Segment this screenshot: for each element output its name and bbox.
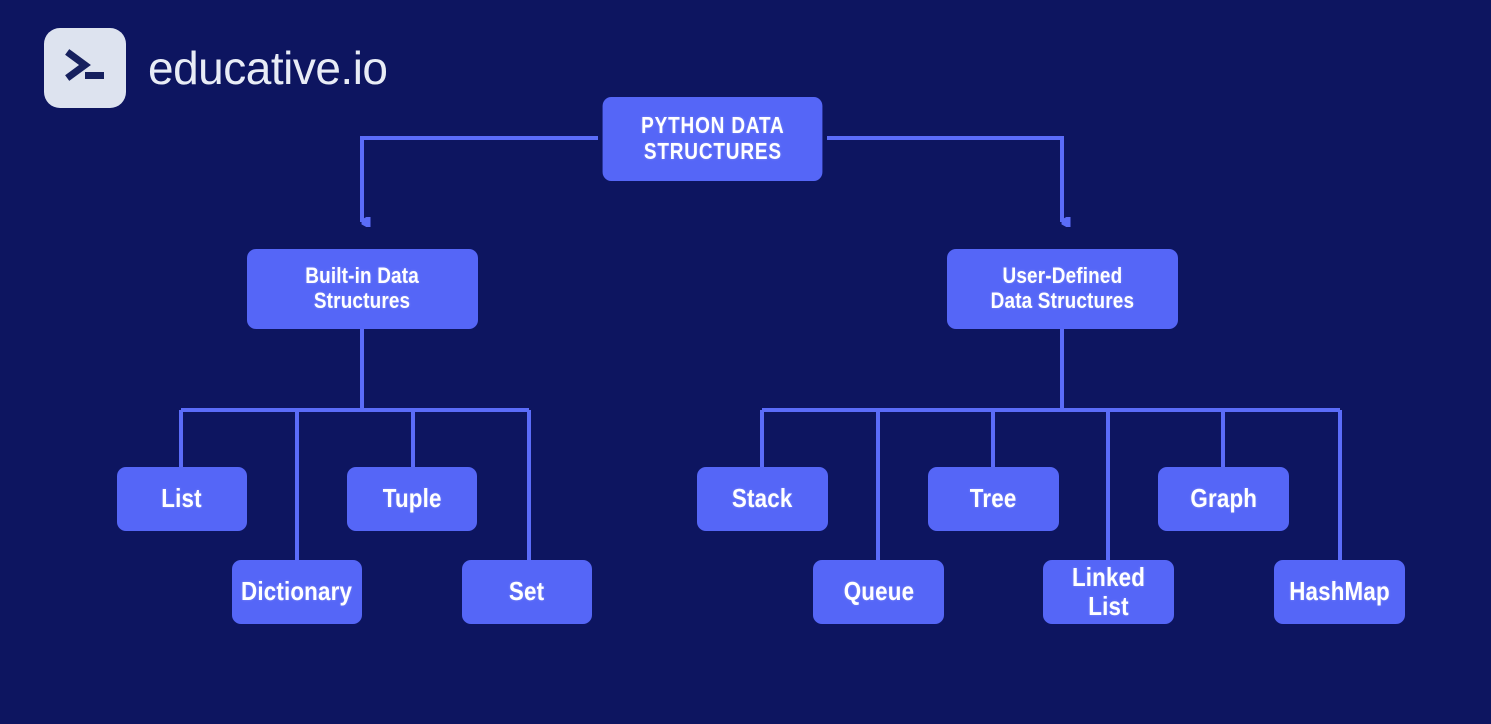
- node-built-in-data-structures[interactable]: Built-in Data Structures: [247, 249, 478, 329]
- node-queue[interactable]: Queue: [813, 560, 944, 624]
- node-label-linked-list: Linked List: [1071, 561, 1146, 621]
- node-label-tree: Tree: [970, 483, 1017, 514]
- node-label-stack: Stack: [732, 483, 793, 514]
- node-user-defined-data-structures[interactable]: User-Defined Data Structures: [947, 249, 1178, 329]
- node-stack[interactable]: Stack: [697, 467, 828, 531]
- node-label-queue: Queue: [843, 576, 914, 607]
- node-label-list: List: [161, 483, 203, 514]
- node-list[interactable]: List: [117, 467, 247, 531]
- node-label-python-data-structures: PYTHON DATA STRUCTURES: [640, 112, 785, 164]
- node-label-built-in-data-structures: Built-in Data Structures: [305, 263, 420, 313]
- node-label-dictionary: Dictionary: [241, 576, 353, 607]
- brand-name: educative.io: [148, 42, 388, 94]
- node-set[interactable]: Set: [462, 560, 592, 624]
- node-graph[interactable]: Graph: [1158, 467, 1289, 531]
- node-python-data-structures[interactable]: PYTHON DATA STRUCTURES: [602, 97, 823, 181]
- wire-root-to-userdefined: [827, 136, 1062, 222]
- node-label-hashmap: HashMap: [1289, 576, 1390, 607]
- node-tree[interactable]: Tree: [928, 467, 1059, 531]
- node-dictionary[interactable]: Dictionary: [232, 560, 362, 624]
- node-label-user-defined-data-structures: User-Defined Data Structures: [990, 263, 1135, 313]
- node-label-set: Set: [509, 576, 545, 607]
- node-linked-list[interactable]: Linked List: [1043, 560, 1174, 624]
- terminal-prompt-icon: [44, 28, 126, 108]
- brand-logo-group: educative.io: [44, 28, 388, 108]
- node-label-graph: Graph: [1190, 483, 1257, 514]
- wire-root-to-builtin: [360, 136, 598, 222]
- node-hashmap[interactable]: HashMap: [1274, 560, 1405, 624]
- node-tuple[interactable]: Tuple: [347, 467, 477, 531]
- node-label-tuple: Tuple: [382, 483, 442, 514]
